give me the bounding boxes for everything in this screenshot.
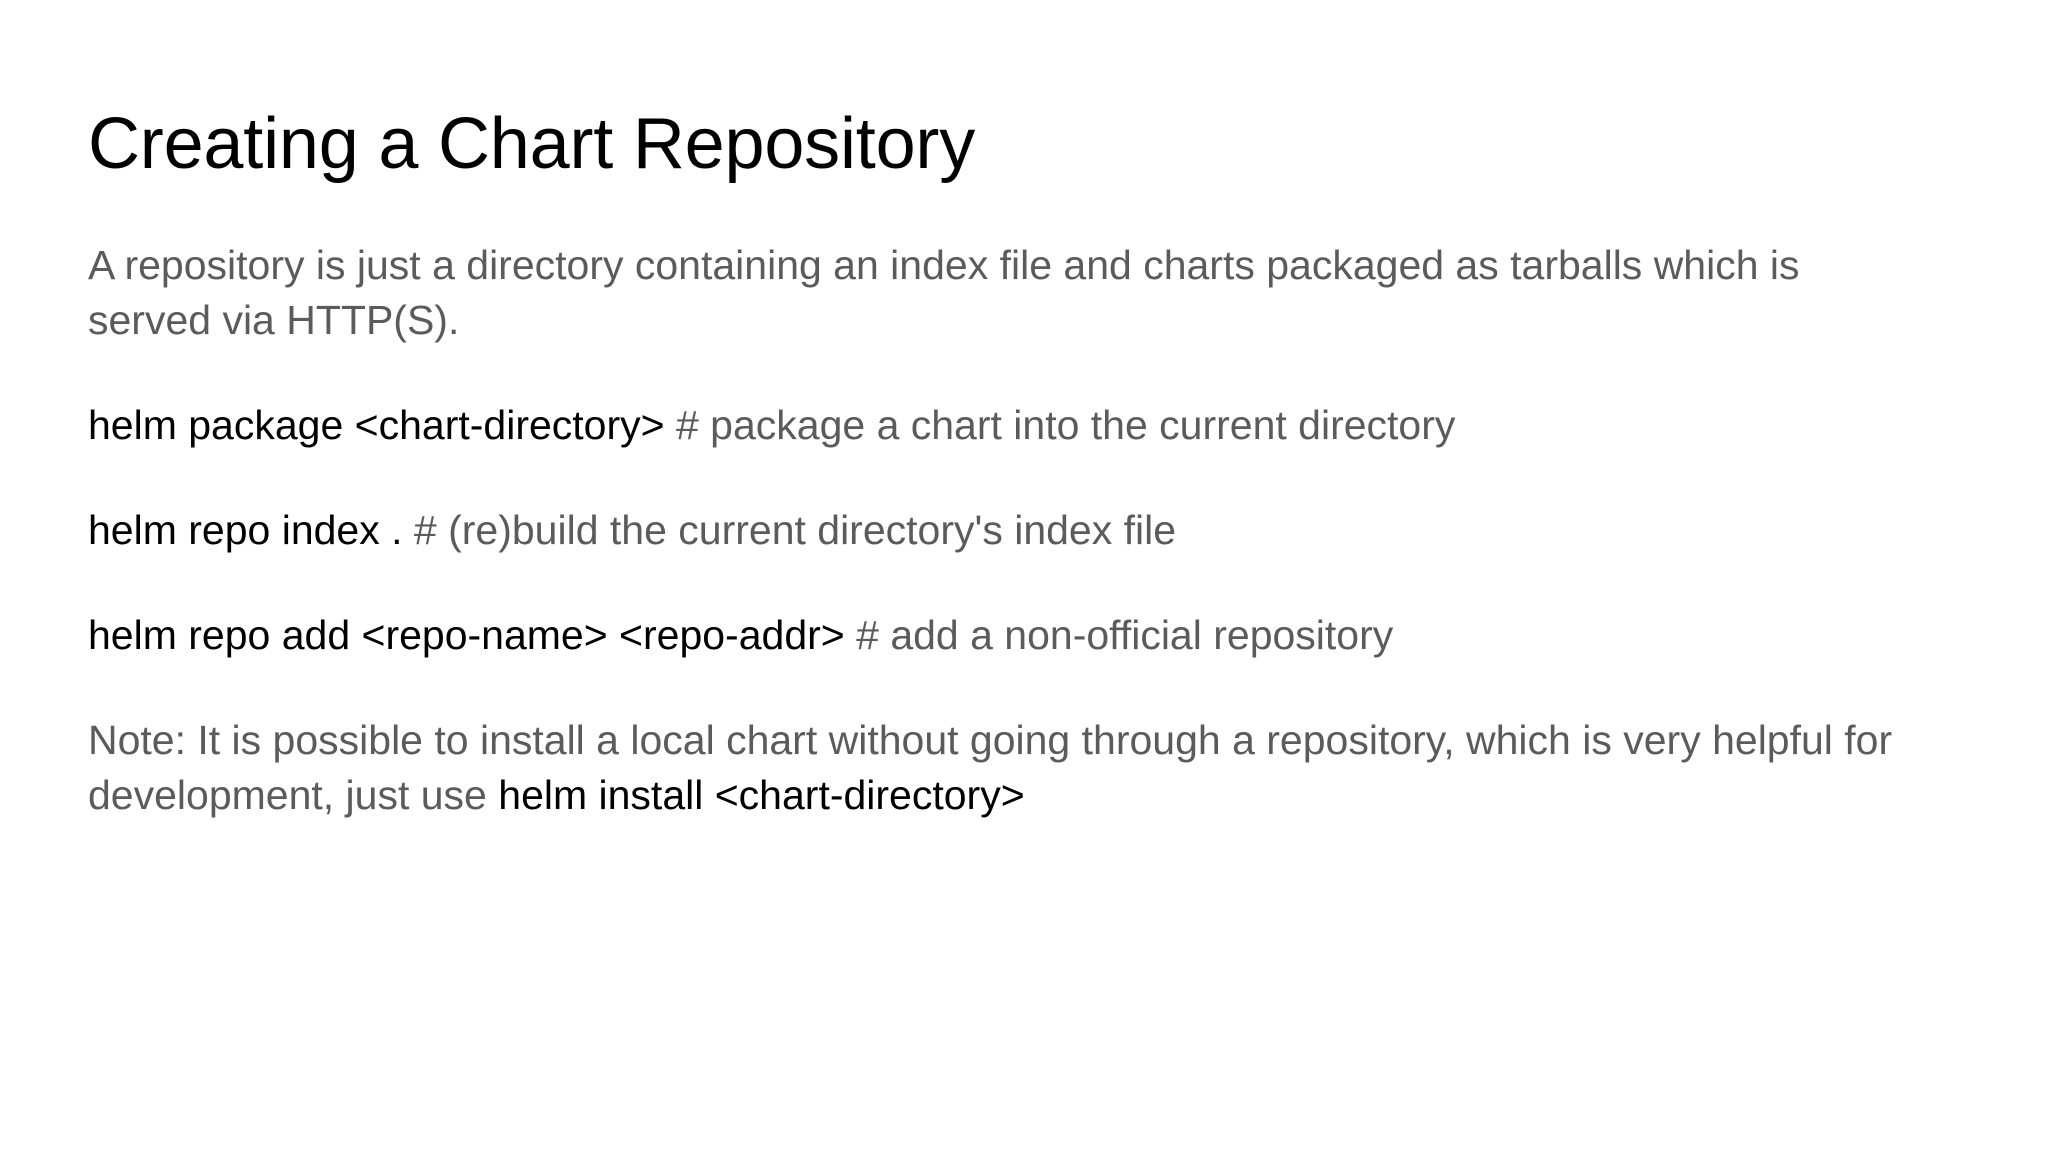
command-line-package: helm package <chart-directory> # package… (88, 398, 1988, 453)
slide-body: A repository is just a directory contain… (88, 238, 1988, 823)
page-title-text: Creating a Chart Repository (88, 104, 976, 185)
command-comment-repo-index: # (re)build the current directory's inde… (403, 506, 1177, 553)
note-paragraph: Note: It is possible to install a local … (88, 713, 1948, 823)
intro-paragraph: A repository is just a directory contain… (88, 238, 1878, 348)
command-comment-repo-add-text: # add a non-official repository (856, 611, 1394, 658)
command-comment-repo-index-text: # (re)build the current directory's inde… (413, 506, 1177, 553)
command-comment-repo-add: # add a non-official repository (845, 611, 1394, 658)
command-text-repo-index: helm repo index . (88, 506, 403, 553)
command-comment-package-text: # package a chart into the current direc… (675, 401, 1456, 448)
command-comment-package: # package a chart into the current direc… (665, 401, 1456, 448)
note-command-text: helm install <chart-directory> (498, 771, 1025, 818)
command-line-repo-add: helm repo add <repo-name> <repo-addr> # … (88, 608, 1988, 663)
page-title: Creating a Chart Repository (88, 104, 1968, 185)
note-command: helm install <chart-directory> (487, 771, 1025, 818)
command-line-repo-index: helm repo index . # (re)build the curren… (88, 503, 1988, 558)
command-text-repo-add: helm repo add <repo-name> <repo-addr> (88, 611, 845, 658)
intro-paragraph-text: A repository is just a directory contain… (88, 242, 1800, 343)
command-text-package: helm package <chart-directory> (88, 401, 665, 448)
note-lead-text: Note: It is possible to install a local … (88, 716, 1893, 818)
